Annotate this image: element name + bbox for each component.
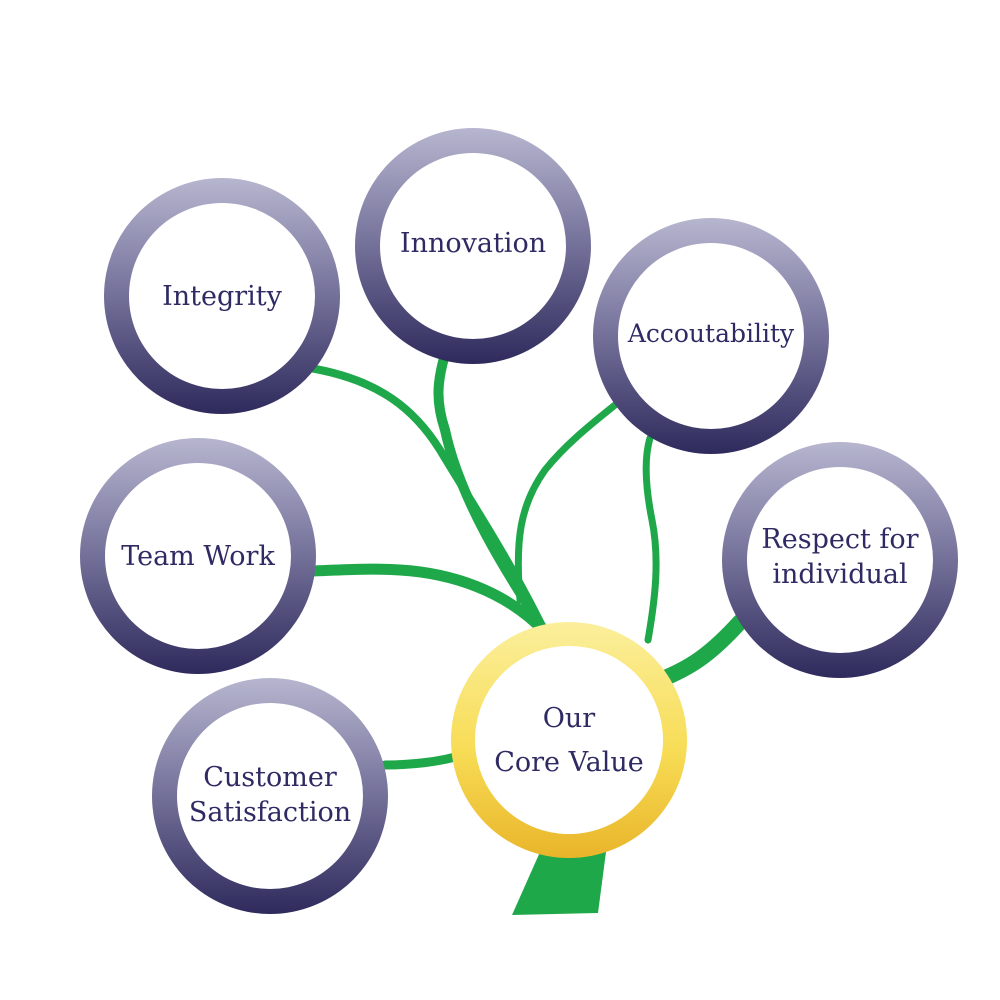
accountability-label: Accoutability [627,318,795,348]
innovation-circle: Innovation [355,128,591,364]
branch-respect [652,614,748,688]
customer-satisfaction-circle: Customer Satisfaction [152,678,388,914]
team-work-label: Team Work [121,540,275,572]
customer-satisfaction-label: Customer Satisfaction [188,762,352,828]
branch-customer-satisfaction [380,750,467,770]
branch-accountability-left [514,401,619,604]
core-value-circle: Our Core Value [451,622,687,858]
core-value-label: Our Core Value [494,703,644,778]
branch-accountability-right [642,434,660,644]
respect-label: Respect for individual [761,524,919,590]
team-work-circle: Team Work [80,438,316,674]
integrity-circle: Integrity [104,178,340,414]
branch-team-work [306,563,551,638]
branch-integrity [306,364,549,636]
tree-trunk [512,852,606,915]
innovation-label: Innovation [399,227,547,259]
respect-circle: Respect for individual [722,442,958,678]
integrity-label: Integrity [162,280,282,312]
accountability-circle: Accoutability [593,218,829,454]
